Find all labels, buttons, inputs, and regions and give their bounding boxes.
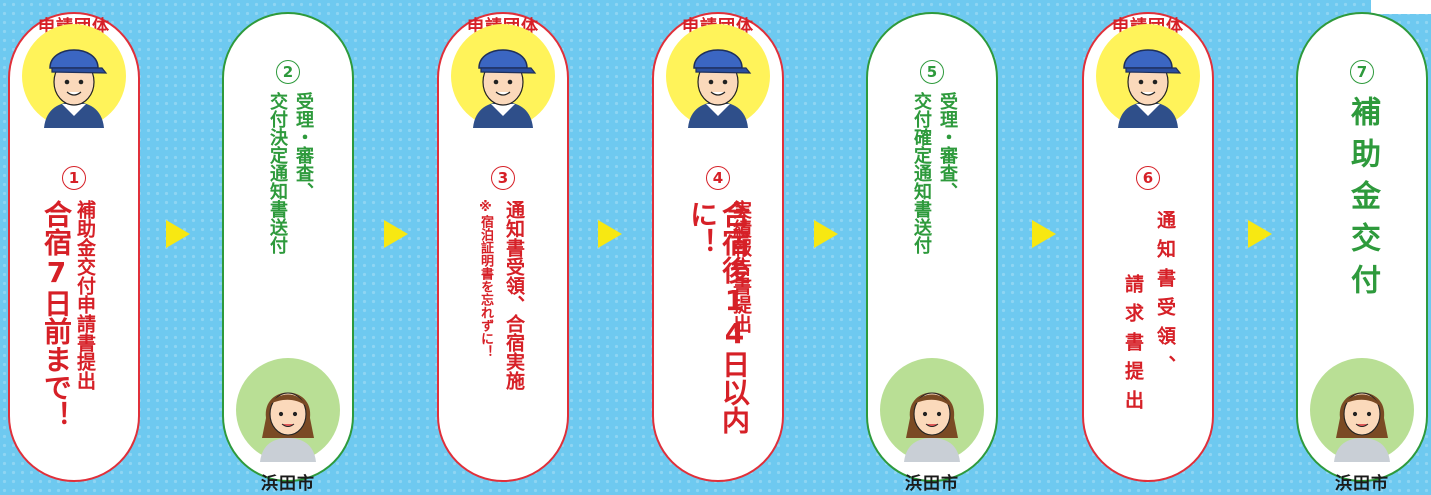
step-5-text-line2: 交付確定通知書送付: [911, 92, 932, 254]
city-avatar-icon: [1310, 358, 1414, 462]
step-1-card: 申請団体 1 補助金交付申請書提出 合宿7日前まで！: [8, 12, 140, 482]
step-6-text-line1: 通知書受領、: [1154, 210, 1176, 384]
step-5-text-line1: 受理・審査、: [937, 92, 958, 200]
step-1-text-line1: 補助金交付申請書提出: [74, 200, 96, 390]
step-2-text-line1: 受理・審査、: [293, 92, 314, 200]
step-4-number: 4: [706, 166, 730, 190]
city-label: 浜田市: [905, 474, 959, 494]
flow-arrow: [384, 220, 408, 248]
step-3-card: 申請団体 3 通知書受領、合宿実施 ※宿泊証明書を忘れずに！: [437, 12, 569, 482]
applicant-avatar-icon: [22, 24, 126, 128]
step-4-card: 申請団体 4 実績報告書提出 合宿後14日以内に！: [652, 12, 784, 482]
applicant-avatar-icon: [1096, 24, 1200, 128]
step-7-number: 7: [1350, 60, 1374, 84]
step-7-card: 7 補助金交付 浜田市: [1296, 12, 1428, 494]
flow-arrow: [1248, 220, 1272, 248]
city-label: 浜田市: [1335, 474, 1389, 494]
flow-arrow: [166, 220, 190, 248]
step-1-text-line2: 合宿7日前まで！: [40, 200, 73, 429]
city-avatar-icon: [236, 358, 340, 462]
step-3-note: ※宿泊証明書を忘れずに！: [478, 200, 493, 358]
step-6-number: 6: [1136, 166, 1160, 190]
step-3-number: 3: [491, 166, 515, 190]
step-4-text-line1: 実績報告書提出: [730, 200, 752, 333]
step-7-text: 補助金交付: [1345, 96, 1380, 306]
applicant-avatar-icon: [451, 24, 555, 128]
step-2-number: 2: [276, 60, 300, 84]
step-4-text-line2: 合宿後14日以内に！: [686, 200, 751, 434]
flow-arrow: [814, 220, 838, 248]
step-2-card: 2 受理・審査、 交付決定通知書送付 浜田市: [222, 12, 354, 494]
step-5-number: 5: [920, 60, 944, 84]
flow-arrow: [1032, 220, 1056, 248]
step-5-card: 5 受理・審査、 交付確定通知書送付 浜田市: [866, 12, 998, 494]
step-6-card: 申請団体 6 通知書受領、 請求書提出: [1082, 12, 1214, 482]
city-avatar-icon: [880, 358, 984, 462]
flow-arrow: [598, 220, 622, 248]
step-2-text-line2: 交付決定通知書送付: [267, 92, 288, 254]
step-6-text-line2: 請求書提出: [1122, 274, 1144, 419]
city-label: 浜田市: [261, 474, 315, 494]
applicant-avatar-icon: [666, 24, 770, 128]
step-1-number: 1: [62, 166, 86, 190]
step-3-text-line1: 通知書受領、合宿実施: [503, 200, 525, 390]
corner-patch: [1371, 0, 1431, 14]
